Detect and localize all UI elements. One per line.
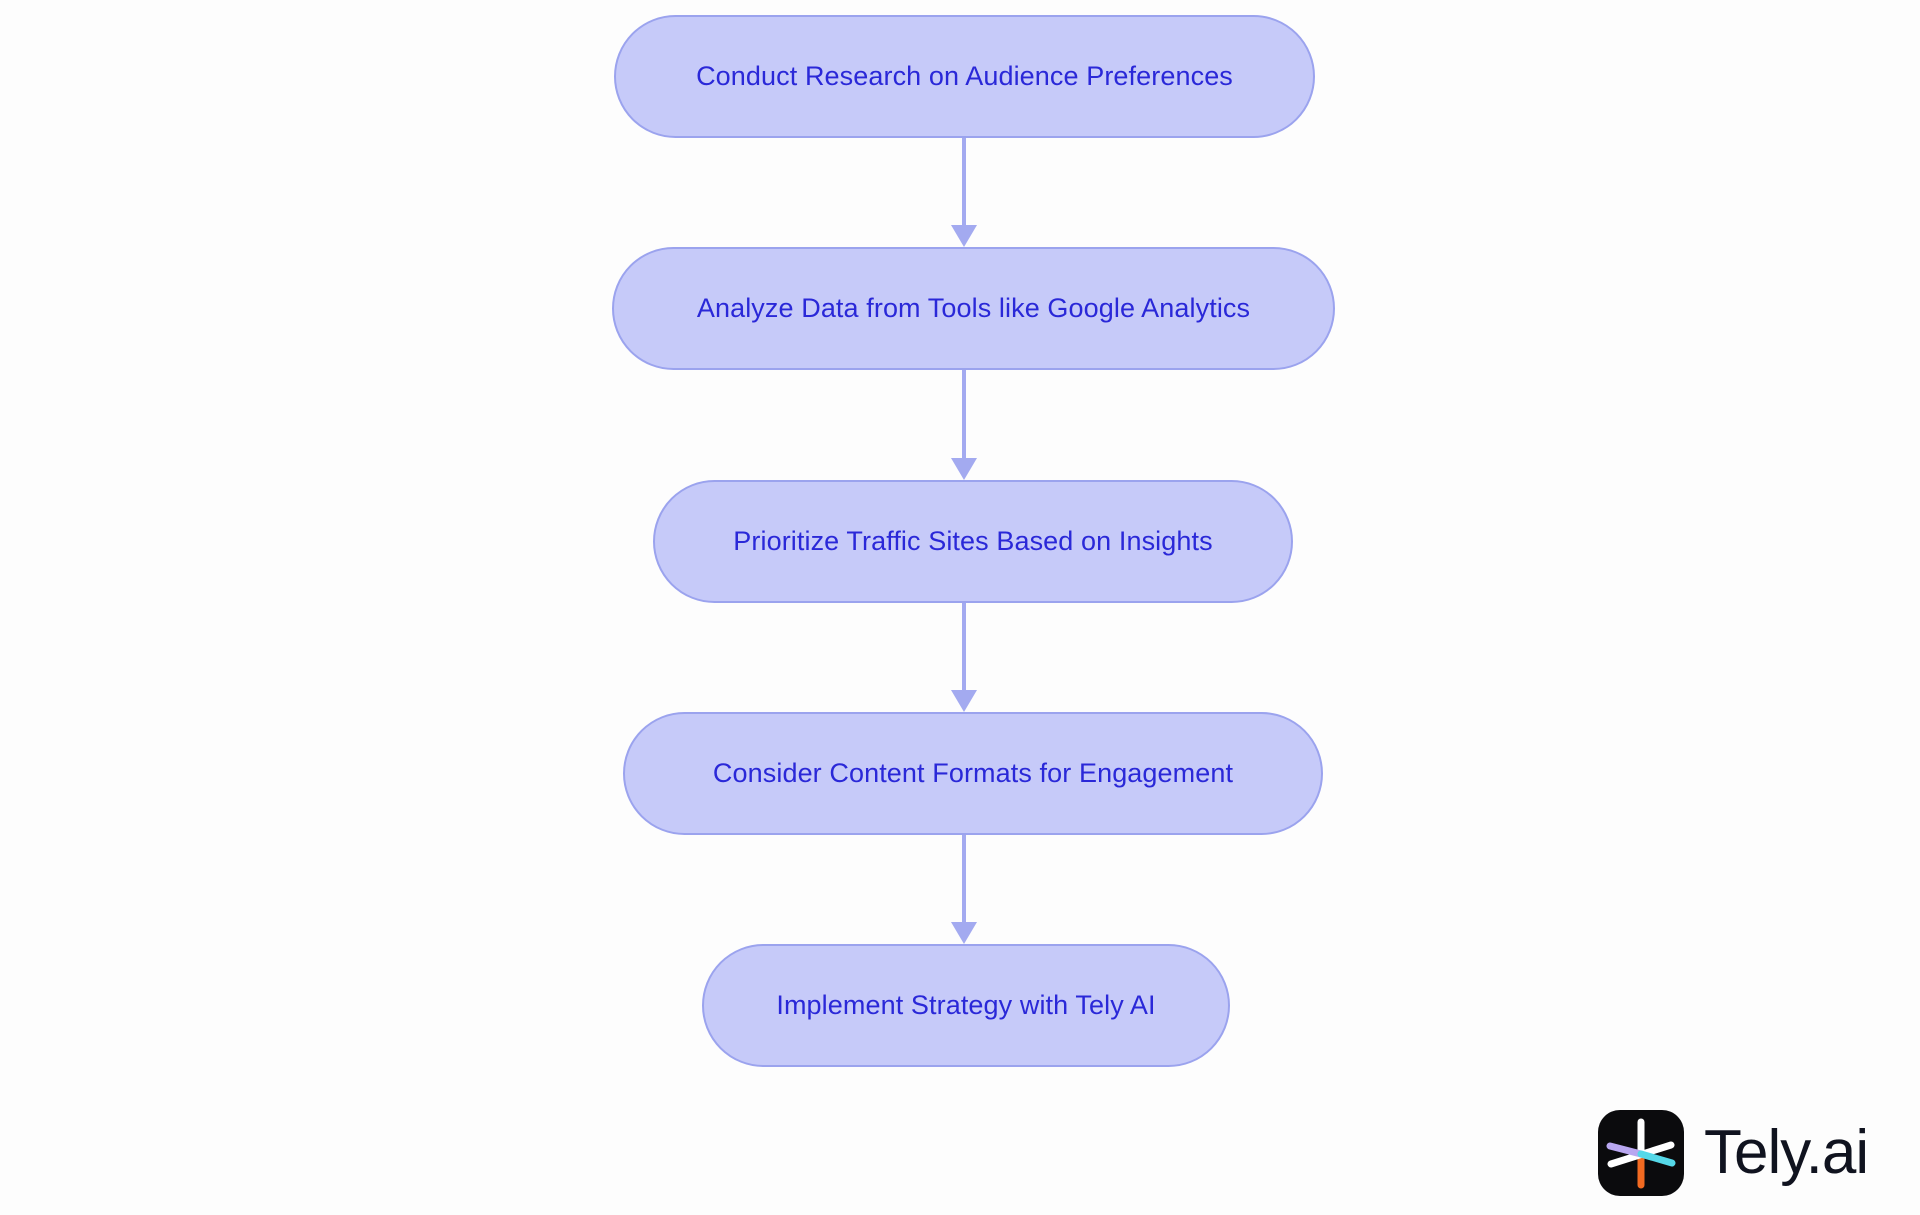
flow-node-5-label: Implement Strategy with Tely AI bbox=[776, 990, 1156, 1020]
tely-ai-wordmark: Tely.ai bbox=[1704, 1118, 1869, 1187]
flow-node-2-label: Analyze Data from Tools like Google Anal… bbox=[696, 293, 1251, 323]
flow-node-1-label: Conduct Research on Audience Preferences bbox=[696, 61, 1233, 91]
flow-node-4[interactable]: Consider Content Formats for Engagement bbox=[623, 712, 1323, 835]
flow-node-4-label: Consider Content Formats for Engagement bbox=[712, 758, 1234, 788]
flow-connector-2-3 bbox=[944, 370, 984, 480]
connector-line bbox=[962, 603, 966, 695]
tely-asterisk-icon bbox=[1598, 1110, 1684, 1196]
connector-line bbox=[962, 835, 966, 927]
arrowhead-down-icon bbox=[951, 690, 977, 712]
tely-ai-logo[interactable]: Tely.ai bbox=[1598, 1110, 1869, 1196]
flow-connector-1-2 bbox=[944, 138, 984, 247]
arrowhead-down-icon bbox=[951, 225, 977, 247]
flow-node-1[interactable]: Conduct Research on Audience Preferences bbox=[614, 15, 1315, 138]
flow-node-3-label: Prioritize Traffic Sites Based on Insigh… bbox=[733, 526, 1213, 556]
arrowhead-down-icon bbox=[951, 458, 977, 480]
flow-node-2[interactable]: Analyze Data from Tools like Google Anal… bbox=[612, 247, 1335, 370]
flow-connector-4-5 bbox=[944, 835, 984, 944]
flow-connector-3-4 bbox=[944, 603, 984, 712]
connector-line bbox=[962, 370, 966, 463]
flow-node-5[interactable]: Implement Strategy with Tely AI bbox=[702, 944, 1230, 1067]
connector-line bbox=[962, 138, 966, 230]
flow-node-3[interactable]: Prioritize Traffic Sites Based on Insigh… bbox=[653, 480, 1293, 603]
arrowhead-down-icon bbox=[951, 922, 977, 944]
